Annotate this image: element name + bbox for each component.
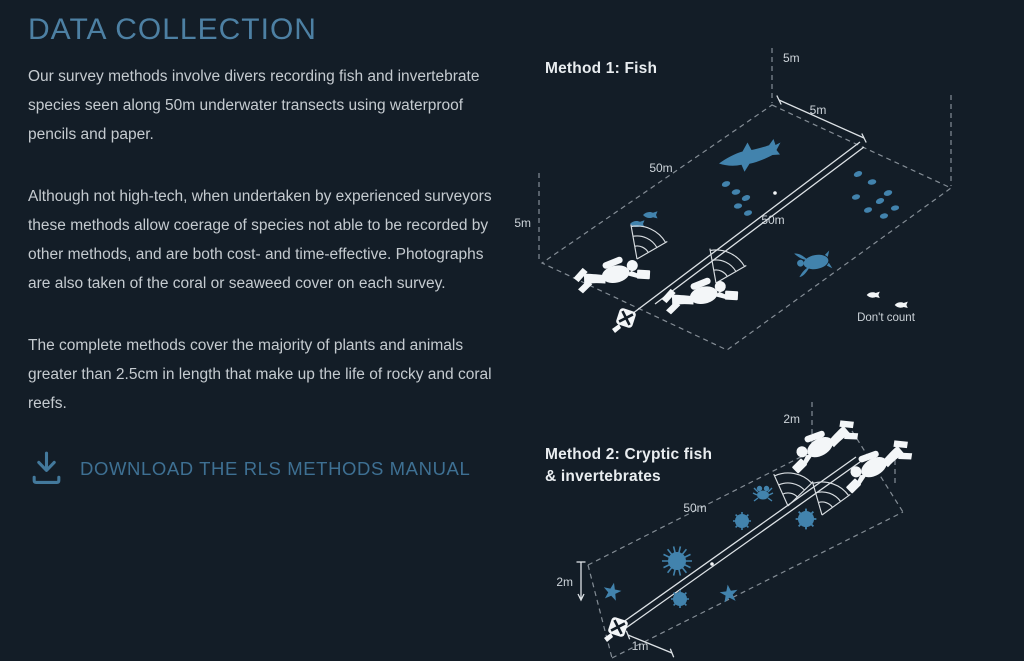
method2-title: Method 2: Cryptic fish & invertebrates xyxy=(545,444,712,488)
shark-icon xyxy=(719,139,781,172)
survey-fan-icon xyxy=(773,464,818,509)
transect-reel-icon xyxy=(610,305,639,335)
method2-title-line1: Method 2: Cryptic fish xyxy=(545,446,713,463)
transect-line xyxy=(622,461,861,631)
depth-label-left: 5m xyxy=(514,216,531,230)
length-label: 50m xyxy=(649,161,672,175)
width-label-bottom: 1m xyxy=(632,639,649,653)
dont-count-fish-icon xyxy=(866,291,880,299)
crab-icon xyxy=(752,485,774,502)
width-label: 5m xyxy=(810,103,827,117)
download-icon xyxy=(28,448,65,490)
coverage-paragraph: The complete methods cover the majority … xyxy=(28,331,506,418)
method1-measure-lines xyxy=(627,95,867,318)
download-link-label[interactable]: DOWNLOAD THE RLS METHODS MANUAL xyxy=(80,458,471,479)
paragraph-line: Our survey methods involve divers record… xyxy=(28,68,480,85)
method1-title: Method 1: Fish xyxy=(545,60,658,77)
paragraph-line: reefs. xyxy=(28,395,67,412)
transect-line xyxy=(627,141,861,318)
transect-length-label: 50m xyxy=(761,213,784,227)
sea-urchin-icon xyxy=(794,507,818,531)
paragraph-line: Although not high-tech, when undertaken … xyxy=(28,188,492,205)
method2-diagram: 2m 2m 50m 1m xyxy=(556,402,917,659)
depth-label: 5m xyxy=(783,51,800,65)
fish-school-left-icon xyxy=(721,181,753,216)
dont-count-fish-icon xyxy=(894,301,908,309)
width-label-left: 2m xyxy=(556,575,573,589)
transect-line xyxy=(618,456,857,626)
survey-fan-icon xyxy=(630,224,668,260)
paragraph-line: are also taken of the coral or seaweed c… xyxy=(28,275,446,292)
paragraph-line: these methods allow coerage of species n… xyxy=(28,217,489,234)
width-label-top: 2m xyxy=(783,412,800,426)
method1-transect-box xyxy=(538,48,953,351)
paragraph-line: The complete methods cover the majority … xyxy=(28,337,464,354)
spiky-urchin-icon xyxy=(662,546,692,576)
paragraph-line: greater than 2.5cm in length that make u… xyxy=(28,366,492,383)
paragraph-line: pencils and paper. xyxy=(28,126,154,143)
transect-marker-dot xyxy=(773,191,777,195)
length-label: 50m xyxy=(683,501,706,515)
intro-paragraph: Our survey methods involve divers record… xyxy=(28,62,506,149)
paragraph-line: other methods, and are both cost- and ti… xyxy=(28,246,484,263)
sea-star-icon xyxy=(601,580,623,602)
fish-school-right-icon xyxy=(851,171,900,219)
survey-methods-diagram: 5m 5m 50m 50m 5m Don't count xyxy=(514,48,953,659)
methods-paragraph: Although not high-tech, when undertaken … xyxy=(28,182,506,298)
paragraph-line: species seen along 50m underwater transe… xyxy=(28,97,464,114)
sea-urchin-icon xyxy=(732,511,752,531)
method2-measure-lines xyxy=(576,456,861,658)
method2-title-line2: & invertebrates xyxy=(545,468,661,485)
survey-fan-icon xyxy=(709,248,747,284)
method2-transect-band xyxy=(587,402,904,659)
left-panel: DATA COLLECTION Our survey methods invol… xyxy=(28,12,506,490)
method1-diagram: 5m 5m 50m 50m 5m Don't count xyxy=(514,48,953,351)
transect-line xyxy=(654,146,865,305)
dont-count-label: Don't count xyxy=(857,312,916,324)
transect-marker-dot xyxy=(710,562,714,566)
diver-icon xyxy=(659,271,741,316)
turtle-icon xyxy=(794,250,833,278)
sea-urchin-icon xyxy=(670,589,690,609)
small-fish-icon xyxy=(643,211,658,219)
download-manual-link[interactable]: DOWNLOAD THE RLS METHODS MANUAL xyxy=(28,448,506,490)
page-title: DATA COLLECTION xyxy=(28,13,317,46)
